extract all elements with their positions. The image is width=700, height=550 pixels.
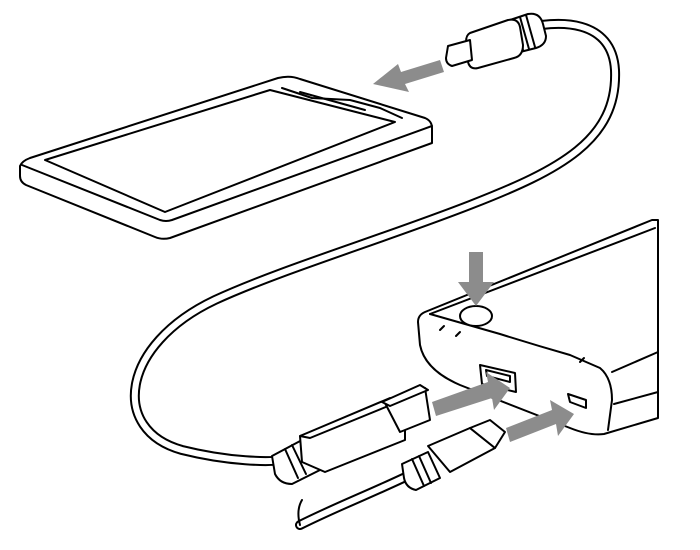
power-bank-body bbox=[417, 219, 659, 436]
phone-bezel-top bbox=[281, 87, 403, 119]
power-bank-side-edge-2 bbox=[613, 391, 659, 405]
phone-screen bbox=[44, 89, 396, 213]
insert-usb-a-arrow bbox=[432, 372, 510, 416]
power-bank-side-edge bbox=[611, 351, 659, 373]
micro-plug-ridge-1 bbox=[411, 458, 425, 487]
usb-a-metal-top bbox=[381, 384, 429, 407]
cable-end-curl bbox=[297, 499, 303, 526]
indicator-mark-2 bbox=[455, 331, 461, 337]
phone-speaker-slot bbox=[299, 91, 366, 111]
micro-plug-tip bbox=[469, 419, 506, 449]
usb-a-ridge-2 bbox=[291, 444, 307, 475]
phone-top-face bbox=[21, 125, 433, 222]
plug-housing bbox=[465, 18, 524, 70]
micro-plug-strain bbox=[401, 451, 441, 491]
press-button-arrow bbox=[458, 252, 494, 306]
usb-a-ridge-1 bbox=[284, 448, 299, 479]
power-button bbox=[459, 305, 493, 327]
micro-usb-plug-phone bbox=[445, 12, 547, 70]
micro-usb-port bbox=[567, 393, 587, 409]
usb-cable-lower-inner bbox=[297, 467, 423, 528]
smartphone bbox=[19, 75, 433, 240]
micro-plug-ridge-2 bbox=[418, 455, 432, 484]
insert-micro-usb-arrow bbox=[506, 400, 574, 442]
usb-cable-inner bbox=[131, 20, 619, 464]
plug-strain-ridge-3 bbox=[525, 14, 536, 48]
power-bank-top-edge bbox=[429, 313, 613, 431]
indicator-mark-3 bbox=[579, 357, 585, 363]
usb-a-plug bbox=[271, 384, 431, 485]
power-bank bbox=[417, 219, 659, 436]
plug-strain-ridge-2 bbox=[519, 16, 530, 50]
plug-tip bbox=[445, 39, 473, 67]
micro-usb-plug-bank bbox=[401, 419, 506, 491]
power-bank-back-edge bbox=[429, 227, 656, 315]
indicator-mark-1 bbox=[439, 325, 445, 331]
plug-into-phone-arrow bbox=[373, 60, 444, 92]
